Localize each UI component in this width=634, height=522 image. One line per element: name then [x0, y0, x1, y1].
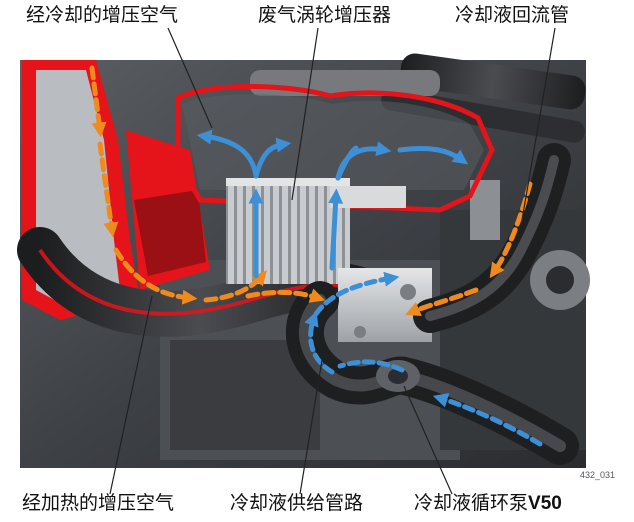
- hot-air-flow-arrows: [89, 65, 533, 316]
- label-coolant-pump-code: V50: [528, 493, 562, 514]
- coolant-flow-arrows: [304, 271, 543, 447]
- label-coolant-return: 冷却液回流管: [455, 4, 570, 26]
- leader-turbocharger: [291, 27, 319, 201]
- leader-lines: [109, 27, 556, 495]
- leader-cooled-charge-air: [167, 27, 213, 129]
- label-cooled-charge-air: 经冷却的增压空气: [26, 4, 179, 26]
- leader-coolant-pump: [403, 385, 453, 495]
- reference-number: 432_031: [580, 470, 616, 480]
- cooled-air-flow-arrows: [196, 129, 469, 279]
- leader-coolant-return: [521, 27, 556, 221]
- leader-coolant-supply: [299, 359, 323, 495]
- label-turbocharger: 废气涡轮增压器: [258, 4, 392, 26]
- label-heated-charge-air: 经加热的增压空气: [22, 492, 175, 514]
- label-coolant-pump-prefix: 冷却液循环泵: [414, 492, 529, 514]
- label-coolant-supply: 冷却液供给管路: [230, 492, 364, 514]
- label-coolant-pump: 冷却液循环泵V50: [414, 492, 562, 514]
- leader-heated-charge-air: [109, 295, 153, 495]
